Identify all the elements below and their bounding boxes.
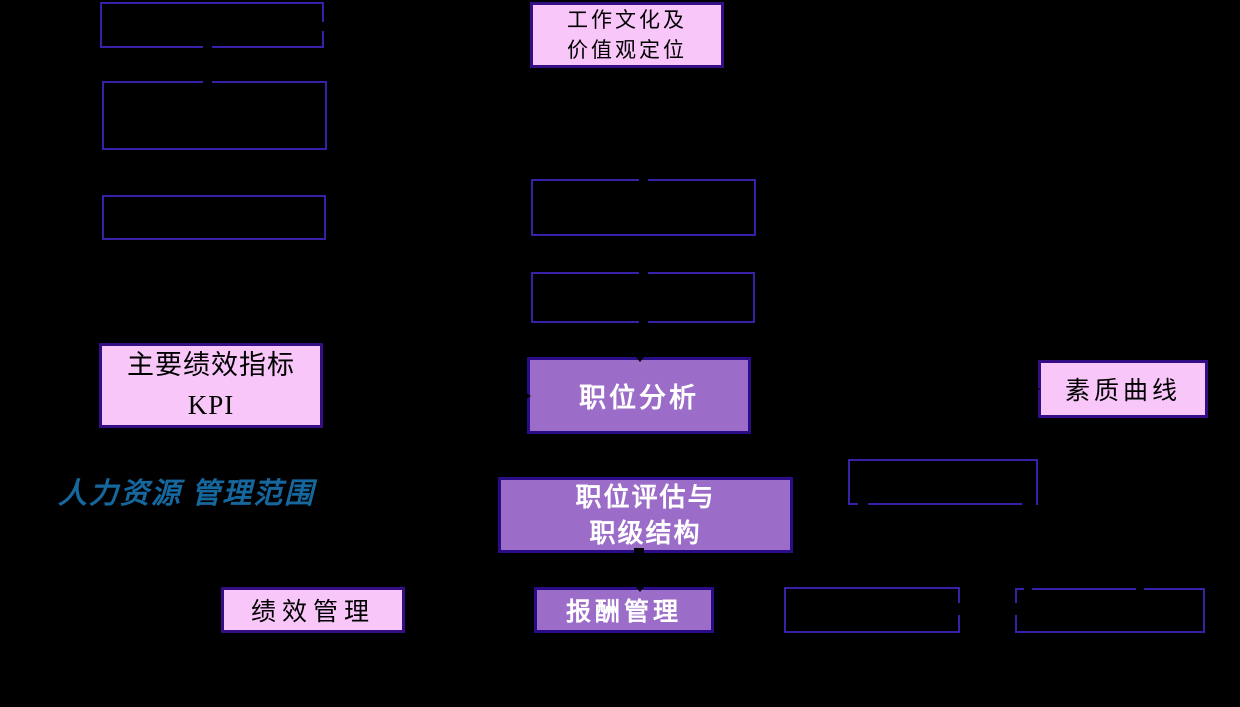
hr-scope-caption: 人力资源 管理范围 <box>58 472 315 517</box>
connector-gap <box>1013 603 1019 615</box>
culture-values-line1: 工作文化及 <box>567 7 687 32</box>
connector-gap <box>203 80 212 85</box>
kpi-line2: KPI <box>187 389 235 420</box>
compensation-management-label: 报酬管理 <box>565 598 682 626</box>
quality-curve-box: 素质曲线 <box>1038 360 1208 418</box>
connector-gap <box>1024 586 1032 591</box>
empty-box-top-left-1 <box>100 2 324 48</box>
connector-gap <box>320 22 326 31</box>
empty-box-center-1 <box>531 179 756 236</box>
job-evaluation-box: 职位评估与 职级结构 <box>498 477 793 553</box>
empty-box-center-2 <box>531 272 755 323</box>
job-evaluation-line2: 职级结构 <box>589 518 702 548</box>
arrowhead-down-icon <box>633 353 647 362</box>
kpi-box: 主要绩效指标 KPI <box>99 343 323 428</box>
connector-gap <box>1136 586 1144 591</box>
job-evaluation-line1: 职位评估与 <box>575 481 716 512</box>
performance-management-box: 绩效管理 <box>221 587 405 633</box>
kpi-line1: 主要绩效指标 <box>127 350 295 381</box>
empty-box-top-left-3 <box>102 195 326 240</box>
empty-box-bottom-right-1 <box>784 587 960 633</box>
arrowhead-right-icon <box>521 390 531 402</box>
culture-values-box: 工作文化及 价值观定位 <box>530 2 724 68</box>
connector-gap <box>639 178 648 183</box>
arrowhead-right-icon <box>1030 383 1040 395</box>
quality-curve-label: 素质曲线 <box>1064 378 1181 405</box>
connector-gap <box>634 548 644 555</box>
culture-values-line2: 价值观定位 <box>567 38 687 62</box>
arrowhead-down-icon <box>633 583 647 592</box>
connector-gap <box>639 319 648 325</box>
compensation-management-box: 报酬管理 <box>534 587 714 633</box>
connector-gap <box>639 271 648 276</box>
connector-gap <box>1022 500 1036 507</box>
empty-box-bottom-right-2 <box>1015 588 1205 633</box>
empty-box-top-left-2 <box>102 81 327 150</box>
performance-management-label: 绩效管理 <box>250 599 375 626</box>
connector-gap <box>956 603 962 615</box>
hr-scope-line1: 人力资源 <box>58 478 183 510</box>
job-analysis-label: 职位分析 <box>579 383 699 413</box>
empty-box-right <box>848 459 1038 505</box>
connector-gap <box>858 500 868 507</box>
connector-gap <box>203 45 212 51</box>
job-analysis-box: 职位分析 <box>527 357 751 434</box>
hr-scope-line2: 管理范围 <box>191 478 316 510</box>
